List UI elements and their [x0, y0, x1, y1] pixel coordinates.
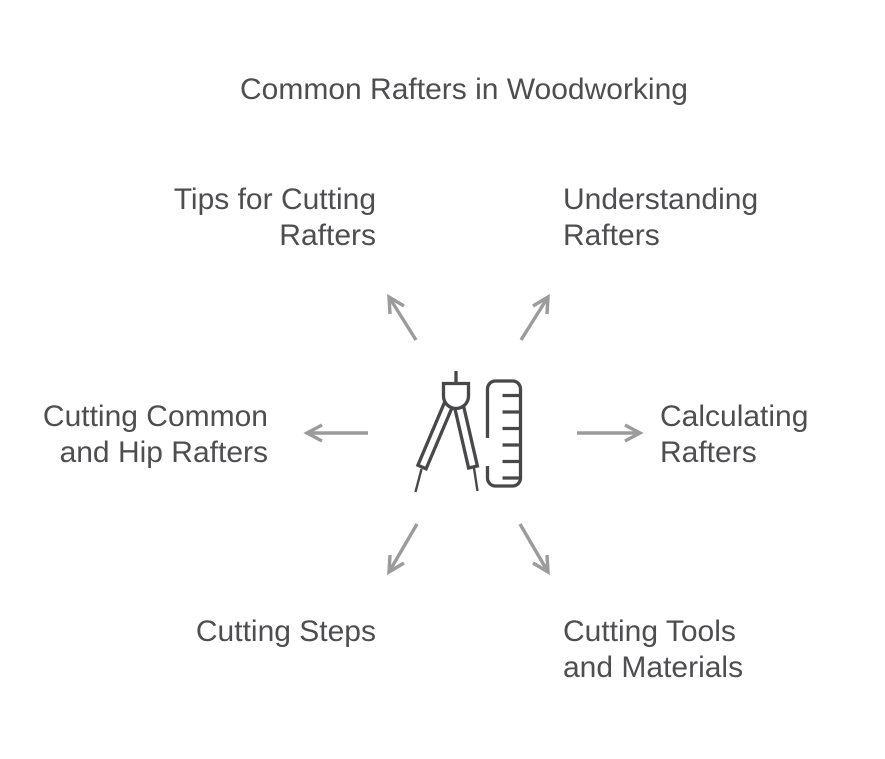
node-cutting-steps: Cutting Steps: [196, 614, 376, 650]
node-understanding-rafters: Understanding Rafters: [563, 182, 758, 254]
arrow-right: [577, 423, 644, 443]
node-label-line: Cutting Steps: [195, 615, 376, 648]
ruler-icon: [485, 379, 523, 488]
arrow-bottom-right: [518, 523, 550, 576]
node-label-line: Rafters: [660, 436, 757, 469]
node-cutting-tools-and-materials: Cutting Tools and Materials: [563, 614, 743, 686]
node-label-line: Cutting Tools: [563, 615, 736, 648]
arrow-bottom-left: [387, 523, 419, 576]
node-tips-for-cutting-rafters: Tips for Cutting Rafters: [174, 182, 376, 254]
node-calculating-rafters: Calculating Rafters: [660, 399, 808, 471]
arrow-top-right: [519, 293, 550, 341]
compass-icon: [414, 371, 480, 493]
node-label-line: and Materials: [563, 651, 744, 684]
node-label-line: Understanding: [563, 183, 759, 216]
node-label-line: Calculating: [660, 400, 809, 433]
page-title: Common Rafters in Woodworking: [240, 73, 688, 106]
node-label-line: Cutting Common: [42, 400, 268, 433]
node-label-line: Rafters: [563, 219, 660, 252]
node-label-line: and Hip Rafters: [59, 436, 268, 469]
arrow-left: [303, 423, 368, 443]
node-cutting-common-and-hip-rafters: Cutting Common and Hip Rafters: [43, 399, 268, 471]
node-label-line: Tips for Cutting: [173, 183, 376, 216]
compass-ruler-icon: [414, 371, 523, 493]
arrow-top-left: [387, 293, 418, 341]
node-label-line: Rafters: [279, 219, 376, 252]
